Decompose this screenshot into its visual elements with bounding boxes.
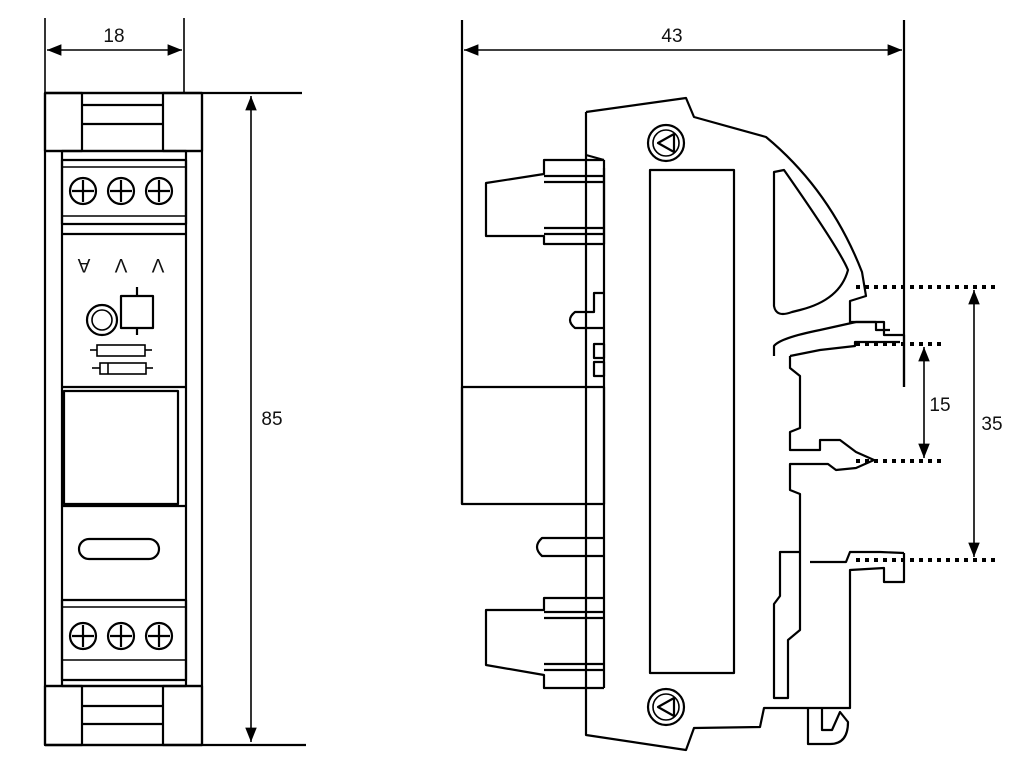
terminal-labels: A V V [77,254,164,275]
rail-width-dimension: 35 [968,290,1003,557]
dip-switch-icon [90,344,153,375]
top-terminal-screws [68,176,174,206]
terminal-label: V [114,254,127,275]
terminal-screw-icon [144,621,174,651]
front-view: 18 85 [43,18,306,747]
bottom-screw-icon [646,687,686,727]
depth-dimension-label: 43 [661,26,682,47]
terminal-label: V [151,254,164,275]
terminal-screw-icon [144,176,174,206]
side-view: 43 [460,20,1003,752]
terminal-screw-icon [106,621,136,651]
indicator-led-icon [85,303,119,337]
rail-depth-dimension-label: 15 [929,395,950,416]
top-screw-icon [646,123,686,163]
potentiometer-icon [119,287,155,335]
height-dimension-label: 85 [261,409,282,430]
height-dimension: 85 [245,96,283,742]
width-dimension: 18 [47,26,182,56]
release-slot [77,537,161,561]
terminal-screw-icon [106,176,136,206]
rail-depth-dimension: 15 [918,347,951,458]
upper-connector [484,158,606,246]
bottom-terminal-screws [68,621,174,651]
din-rail-clip [772,168,905,746]
terminal-screw-icon [68,621,98,651]
width-dimension-label: 18 [103,26,124,47]
rail-width-dimension-label: 35 [981,414,1002,435]
terminal-screw-icon [68,176,98,206]
depth-dimension: 43 [464,26,902,56]
lower-connector [484,596,604,690]
terminal-label: A [77,254,90,275]
